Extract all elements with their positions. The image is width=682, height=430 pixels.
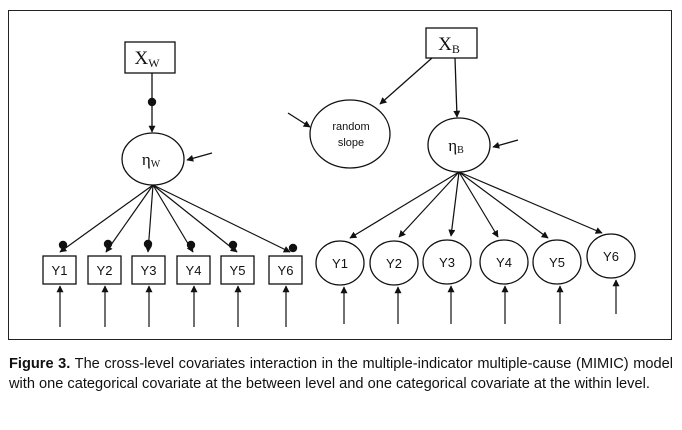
within-moderation-dots [58,239,298,253]
within-y3-box [131,255,166,285]
within-level: XW ηW [42,41,303,327]
dot-y3 [143,239,153,249]
within-y1-box [42,255,77,285]
dot-y6 [288,243,298,253]
eta-b-residual-arrow [492,139,519,149]
within-y5-box [220,255,255,285]
between-y3-node [422,239,472,285]
dot-y2 [103,239,113,249]
dot-y5 [228,240,238,250]
within-loading-y1 [59,184,154,253]
random-slope-node [309,99,391,169]
figure-caption: Figure 3. The cross-level covariates int… [9,354,673,394]
eta-w-residual-arrow [186,152,213,162]
between-y5-label: Y5 [549,255,565,270]
figure-frame [8,10,672,340]
within-y2-box [87,255,122,285]
dot-y4 [186,240,196,250]
between-y1-label: Y1 [332,256,348,271]
between-loading-y5 [458,171,549,239]
between-loading-y6 [458,171,603,234]
within-y3-label: Y3 [141,263,157,278]
xw-moderation-dot [147,97,157,107]
within-y6-box [268,255,303,285]
within-loading-y6 [152,184,291,253]
within-loading-y2 [105,184,154,253]
random-slope-label-line2: slope [338,137,364,149]
between-y1-node [315,240,365,286]
xw-label: XW [134,48,160,70]
between-loading-y2 [398,171,460,238]
caption-text: The cross-level covariates interaction i… [9,356,673,392]
between-residual-arrows [340,279,620,324]
between-level: XB random slope ηB [287,27,636,324]
within-indicator-boxes [42,255,303,285]
between-loadings [349,171,603,239]
within-loadings [59,184,291,253]
within-y2-label: Y2 [97,263,113,278]
between-y2-node [369,240,419,286]
between-y4-node [479,239,529,285]
between-y4-label: Y4 [496,255,512,270]
within-y6-label: Y6 [278,263,294,278]
xw-box [124,41,176,74]
between-loading-y4 [458,171,499,238]
within-y4-box [176,255,211,285]
between-y3-label: Y3 [439,255,455,270]
between-indicator-circles [315,233,636,286]
dot-y1 [58,240,68,250]
caption-label: Figure 3. [9,356,71,372]
random-slope-residual-arrow [287,112,311,128]
between-loading-y3 [448,171,460,237]
within-y5-label: Y5 [230,263,246,278]
between-y6-node [586,233,636,279]
between-indicator-labels: Y1 Y2 Y3 Y4 Y5 Y6 [332,249,619,271]
within-loading-y5 [152,184,238,253]
within-y1-label: Y1 [52,263,68,278]
between-y5-node [532,239,582,285]
within-residual-arrows [56,285,290,327]
xb-box [425,27,478,59]
within-y4-label: Y4 [186,263,202,278]
within-indicator-labels: Y1 Y2 Y3 Y4 Y5 Y6 [52,263,294,278]
eta-b-label: ηB [448,136,464,156]
between-loading-y1 [349,171,460,239]
between-y6-label: Y6 [603,249,619,264]
between-y2-label: Y2 [386,256,402,271]
within-loading-y4 [152,184,194,253]
xb-label: XB [438,34,460,56]
xb-to-random-slope-path [379,57,433,105]
eta-w-label: ηW [142,150,161,170]
xb-to-eta-b-path [453,57,461,118]
random-slope-label-line1: random [332,121,369,133]
